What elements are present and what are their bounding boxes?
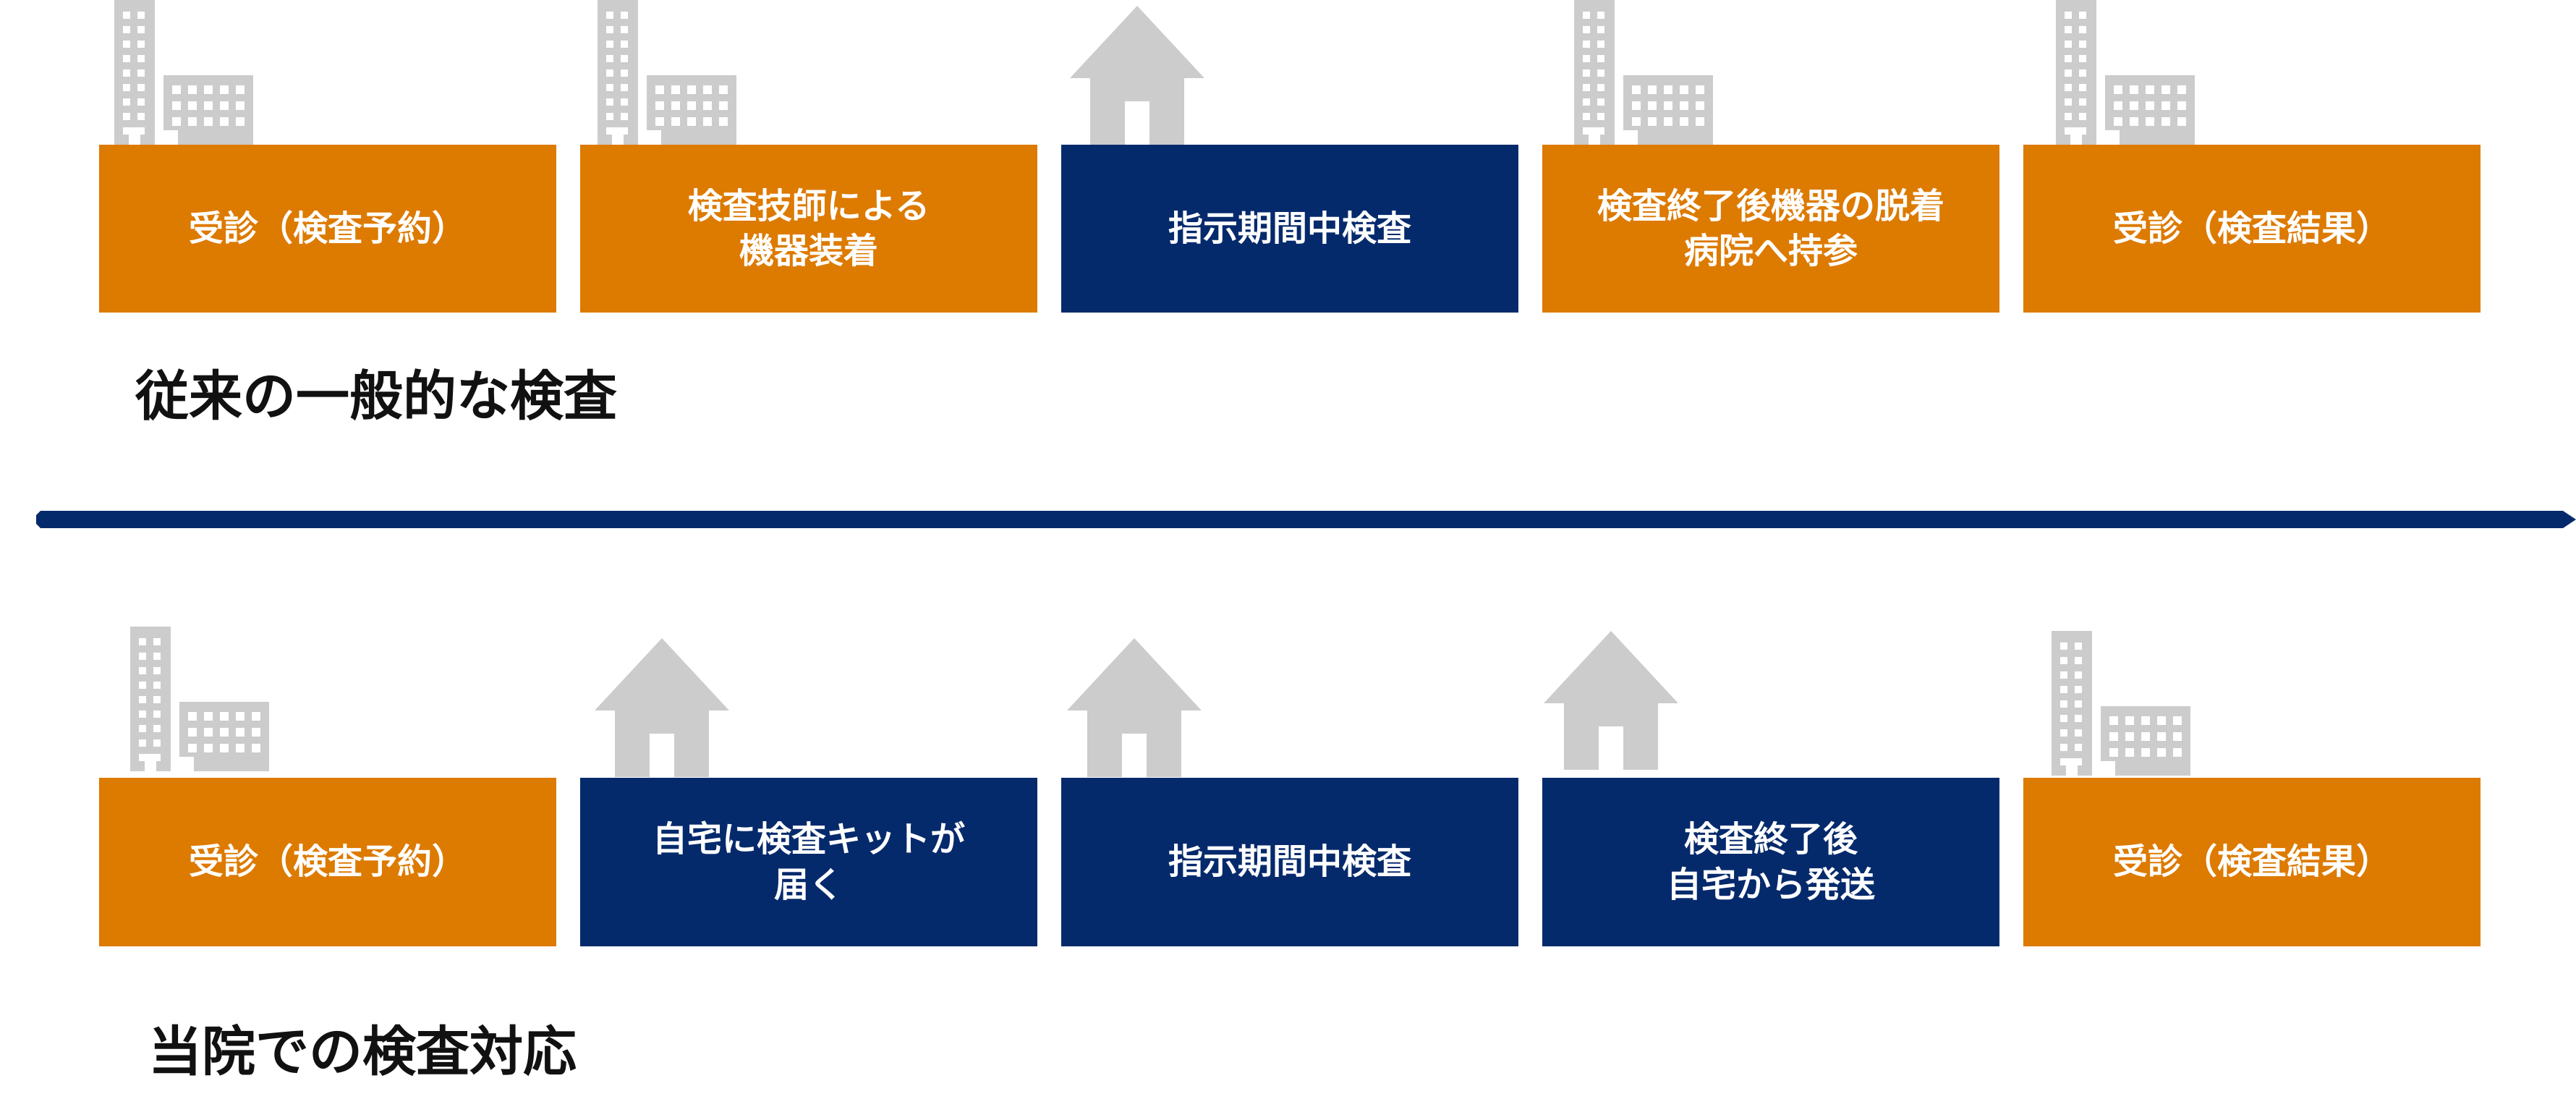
step-box: 検査技師による 機器装着 bbox=[580, 145, 1037, 313]
step-label: 検査技師による 機器装着 bbox=[687, 185, 930, 271]
section-title: 当院での検査対応 bbox=[148, 1021, 577, 1083]
step-box: 自宅に検査キットが 届く bbox=[580, 778, 1037, 946]
step-box: 受診（検査結果） bbox=[2023, 778, 2481, 946]
step-label: 受診（検査予約） bbox=[188, 841, 467, 883]
home-icon bbox=[1067, 638, 1202, 777]
hospital-building-icon bbox=[2052, 631, 2190, 776]
section-divider bbox=[36, 511, 2576, 528]
step-label: 検査終了後 自宅から発送 bbox=[1666, 819, 1875, 905]
hospital-building-icon bbox=[114, 0, 253, 145]
hospital-building-icon bbox=[1574, 0, 1713, 145]
step-box: 検査終了後 自宅から発送 bbox=[1542, 778, 1999, 946]
step-box: 検査終了後機器の脱着 病院へ持参 bbox=[1542, 145, 1999, 313]
hospital-building-icon bbox=[2056, 0, 2195, 145]
step-label: 指示期間中検査 bbox=[1168, 841, 1411, 883]
step-label: 受診（検査結果） bbox=[2112, 208, 2391, 249]
home-icon bbox=[595, 638, 729, 777]
home-icon bbox=[1544, 631, 1678, 770]
hospital-building-icon bbox=[598, 0, 736, 145]
step-label: 指示期間中検査 bbox=[1168, 208, 1411, 249]
section-title: 従来の一般的な検査 bbox=[135, 365, 617, 428]
hospital-building-icon bbox=[130, 627, 269, 771]
step-box: 受診（検査結果） bbox=[2023, 145, 2481, 313]
step-box: 指示期間中検査 bbox=[1061, 778, 1518, 946]
home-icon bbox=[1070, 6, 1204, 145]
step-label: 自宅に検査キットが 届く bbox=[652, 819, 965, 905]
step-box: 受診（検査予約） bbox=[99, 778, 556, 946]
step-label: 受診（検査予約） bbox=[188, 208, 467, 249]
step-box: 指示期間中検査 bbox=[1061, 145, 1518, 313]
step-label: 検査終了後機器の脱着 病院へ持参 bbox=[1597, 185, 1944, 271]
step-box: 受診（検査予約） bbox=[99, 145, 556, 313]
step-label: 受診（検査結果） bbox=[2112, 841, 2391, 883]
